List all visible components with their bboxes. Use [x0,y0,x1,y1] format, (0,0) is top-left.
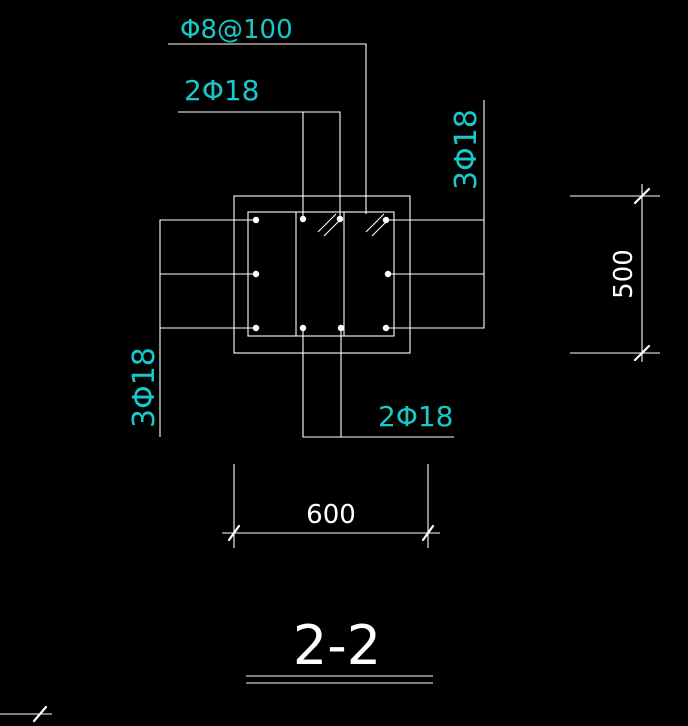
corner-tick-mark [0,705,52,723]
rebar-bars [252,215,392,332]
rebar-dot [382,216,390,224]
leader-stirrup [168,43,367,214]
dimension-height-value: 500 [609,249,639,299]
rebar-dot [252,324,260,332]
top-bars-label: 2Φ18 [184,74,259,107]
outer-stirrup [247,211,395,337]
left-bars-label: 3Φ18 [127,347,162,428]
leader-top-bars [178,111,341,219]
leader-right-bars [388,100,485,329]
stirrup-hooks [317,213,389,237]
right-bars-label: 3Φ18 [449,109,484,190]
rebar-dot [384,270,392,278]
dimension-height [570,184,660,362]
stirrup-label: Φ8@100 [180,15,293,45]
dimension-width-value: 600 [306,500,356,530]
leader-bottom-bars [302,330,454,438]
rebar-dot [299,324,307,332]
rebar-dot [252,270,260,278]
leader-left-bars [159,219,256,437]
bottom-bars-label: 2Φ18 [378,400,453,433]
dimension-width [222,464,440,548]
rebar-dot [382,324,390,332]
section-title: 2-2 [293,614,381,677]
rebar-dot [337,324,345,332]
